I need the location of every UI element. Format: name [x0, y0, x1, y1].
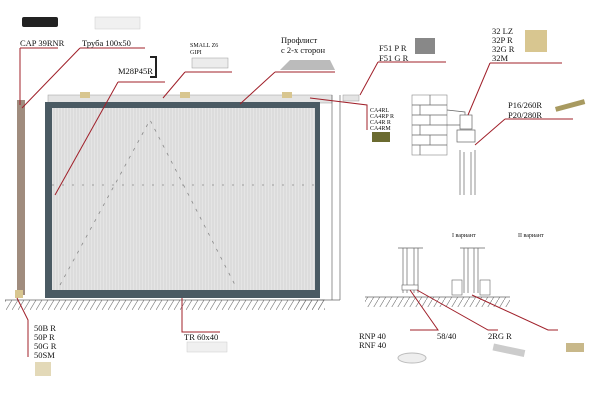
- leader-lines: [16, 47, 573, 357]
- label-carriage: 32P R: [492, 35, 513, 45]
- label-carriage: 32M: [492, 53, 509, 63]
- label-end-cap: 50P R: [34, 332, 55, 342]
- label-cap: CAP 39RNR: [20, 38, 65, 48]
- tube-part-icon: [94, 16, 141, 30]
- label-carriage: 32 LZ: [492, 26, 513, 36]
- label-f51-g: F51 G R: [379, 53, 409, 63]
- end-cap-part-icon: [35, 362, 51, 376]
- end-cap-part: [15, 290, 23, 298]
- tr-profile-icon: [186, 341, 228, 353]
- cap-part-icon: [22, 17, 58, 27]
- rail-58-icon: [492, 343, 526, 358]
- label-ca4: CA4RP R: [370, 114, 394, 120]
- label-end-cap: 50G R: [34, 341, 57, 351]
- label-variant-2: II вариант: [518, 233, 544, 239]
- gate-post: [17, 100, 25, 295]
- handle-part-icon: [150, 56, 157, 78]
- f51-part-icon: [415, 38, 435, 54]
- label-small-z6-gipi: GIPI: [190, 50, 202, 56]
- label-variant-1: I вариант: [452, 233, 476, 239]
- label-tube: Труба 100x50: [82, 38, 131, 48]
- label-ca4: CA4RM: [370, 126, 391, 132]
- profile-sheet-icon: [280, 60, 335, 70]
- label-rnf: RNF 40: [359, 340, 386, 350]
- label-tr: TR 60x40: [184, 332, 218, 342]
- label-profile-sides: с 2-х сторон: [281, 45, 325, 55]
- label-carriage: 32G R: [492, 44, 515, 54]
- plate-part-icon: [554, 99, 586, 112]
- label-f51-p: F51 P R: [379, 43, 407, 53]
- variant-details: [398, 247, 491, 296]
- carriage-part-icon: [525, 30, 547, 52]
- label-handle: M28P45R: [118, 66, 153, 76]
- label-rnp: RNP 40: [359, 331, 386, 341]
- label-ca4: CA4R R: [370, 120, 391, 126]
- roller-bracket: [282, 92, 292, 98]
- roller-bracket: [80, 92, 90, 98]
- rnp-roller-icon: [397, 352, 427, 364]
- label-2rg: 2RG R: [488, 331, 512, 341]
- 2rg-part-icon: [566, 343, 584, 352]
- label-end-cap: 50SM: [34, 350, 55, 360]
- label-rail-58: 58/40: [437, 331, 456, 341]
- label-plate: P20/280R: [508, 110, 542, 120]
- wall-section: [411, 94, 476, 195]
- label-ca4: CA4RL: [370, 108, 389, 114]
- ground: [5, 296, 510, 310]
- label-end-cap: 50B R: [34, 323, 56, 333]
- label-small-z6: SMALL Z6: [190, 43, 218, 49]
- gate-panel: [52, 108, 315, 290]
- label-profile: Профлист: [281, 35, 317, 45]
- roller-bracket: [180, 92, 190, 98]
- catcher: [342, 94, 360, 102]
- ca4-part-icon: [372, 132, 390, 142]
- label-plate: P16/260R: [508, 100, 542, 110]
- small-z6-part-icon: [191, 57, 229, 69]
